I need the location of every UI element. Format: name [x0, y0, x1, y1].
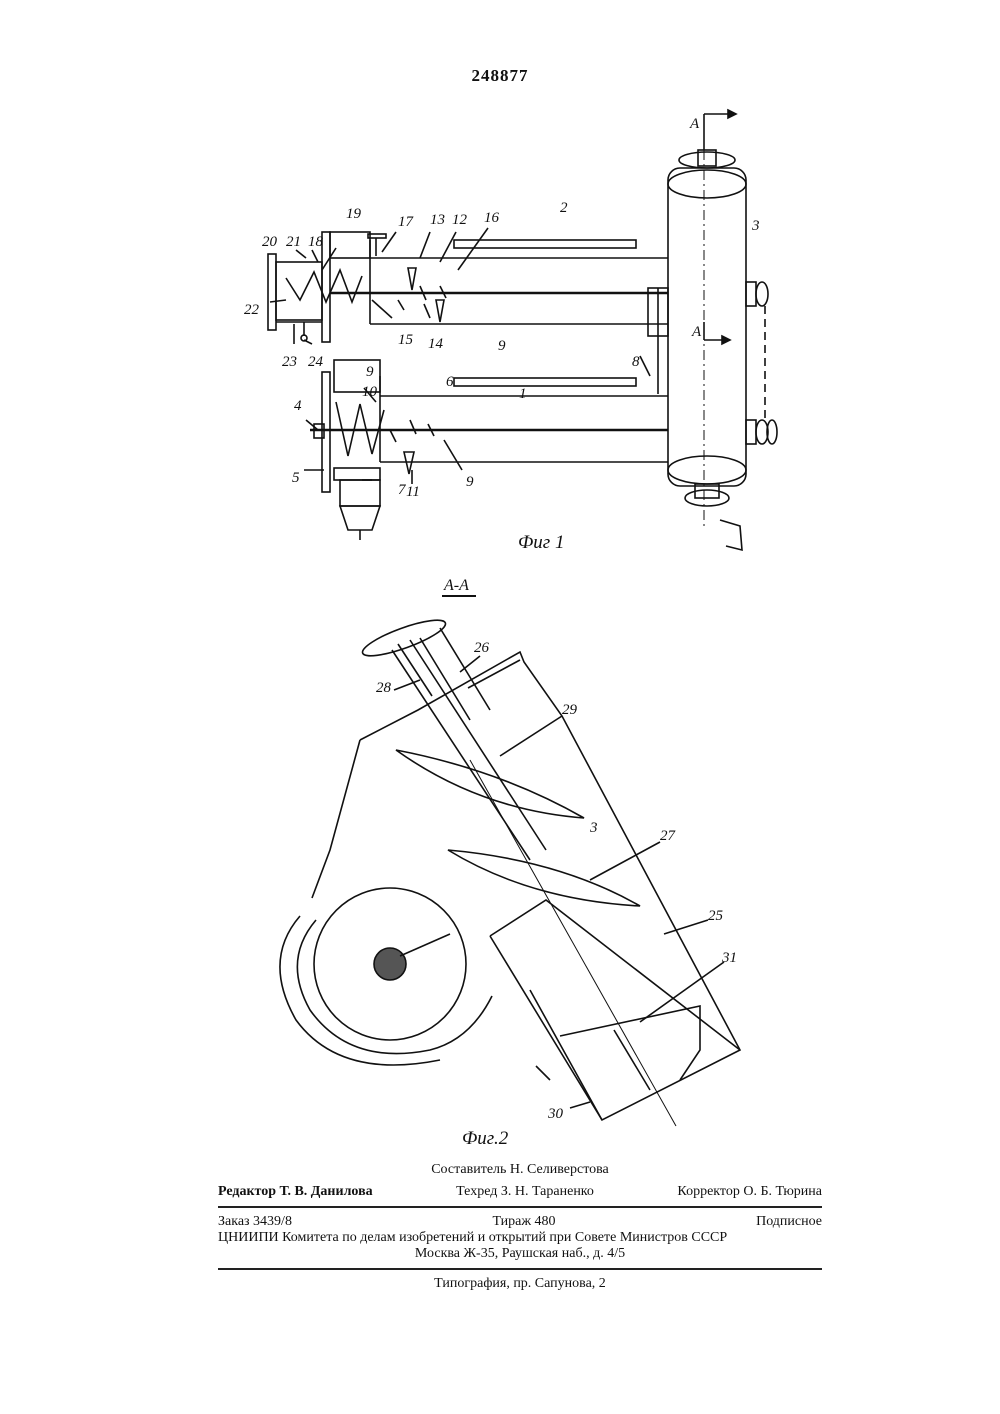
- section-mark: А: [691, 324, 702, 340]
- fig2-label: 3: [589, 820, 598, 836]
- fig1-label: 9: [366, 364, 374, 380]
- fig1-label: 2: [560, 200, 568, 216]
- fig1-label: 4: [294, 398, 302, 414]
- order: Заказ 3439/8: [218, 1214, 292, 1230]
- fig1-label: 16: [484, 210, 500, 226]
- fig1-label: 6: [446, 374, 454, 390]
- address: Москва Ж-35, Раушская наб., д. 4/5: [218, 1246, 822, 1262]
- fig1-label: 9: [466, 474, 474, 490]
- fig2-label: 30: [547, 1106, 564, 1122]
- fig1-label: 17: [398, 214, 415, 230]
- fig2-label: 31: [721, 950, 737, 966]
- composer: Составитель Н. Селиверстова: [218, 1162, 822, 1178]
- imprint: Составитель Н. Селиверстова Редактор Т. …: [218, 1162, 822, 1292]
- circulation: Тираж 480: [492, 1214, 555, 1230]
- figure-2-lines: [280, 614, 740, 1126]
- institute: ЦНИИПИ Комитета по делам изобретений и о…: [218, 1230, 822, 1246]
- fig1-label: 5: [292, 470, 300, 486]
- divider: [218, 1206, 822, 1208]
- fig1-label: 3: [751, 218, 760, 234]
- fig1-label: 18: [308, 234, 324, 250]
- divider: [218, 1268, 822, 1270]
- fig1-label: 10: [362, 384, 378, 400]
- fig1-label: 9: [498, 338, 506, 354]
- corrector: Корректор О. Б. Тюрина: [677, 1184, 822, 1200]
- fig1-label: 24: [308, 354, 324, 370]
- fig1-label: 1: [519, 386, 527, 402]
- figure-1-caption: Фиг 1: [518, 532, 564, 553]
- figure-2-drawing: 26 28 29 3 27 25 31 30 А-А Фиг.2: [0, 560, 1000, 1150]
- fig1-label: 11: [406, 484, 420, 500]
- fig1-label: 19: [346, 206, 362, 222]
- fig2-label: 25: [708, 908, 724, 924]
- fig1-label: 23: [282, 354, 297, 370]
- fig2-label: 27: [660, 828, 677, 844]
- fig1-label: 21: [286, 234, 301, 250]
- fig1-label: 15: [398, 332, 414, 348]
- techred: Техред З. Н. Тараненко: [456, 1184, 594, 1200]
- fig1-label: 20: [262, 234, 278, 250]
- fig1-label: 8: [632, 354, 640, 370]
- fig1-label: 22: [244, 302, 260, 318]
- editor: Редактор Т. В. Данилова: [218, 1184, 373, 1200]
- fig1-label: 14: [428, 336, 444, 352]
- section-title: А-А: [443, 577, 469, 594]
- figure-1-drawing: 1 2 3 4 5 6 7 8 9 9 10 11 12 13 14 15 16…: [0, 0, 1000, 560]
- subscription: Подписное: [756, 1214, 822, 1230]
- figure-2-caption: Фиг.2: [462, 1128, 509, 1149]
- printer: Типография, пр. Сапунова, 2: [218, 1276, 822, 1292]
- fig2-label: 28: [376, 680, 392, 696]
- section-mark: А: [689, 116, 700, 132]
- fig2-label: 26: [474, 640, 490, 656]
- fig2-label: 29: [562, 702, 578, 718]
- fig1-label: 13: [430, 212, 445, 228]
- fig1-label: 12: [452, 212, 468, 228]
